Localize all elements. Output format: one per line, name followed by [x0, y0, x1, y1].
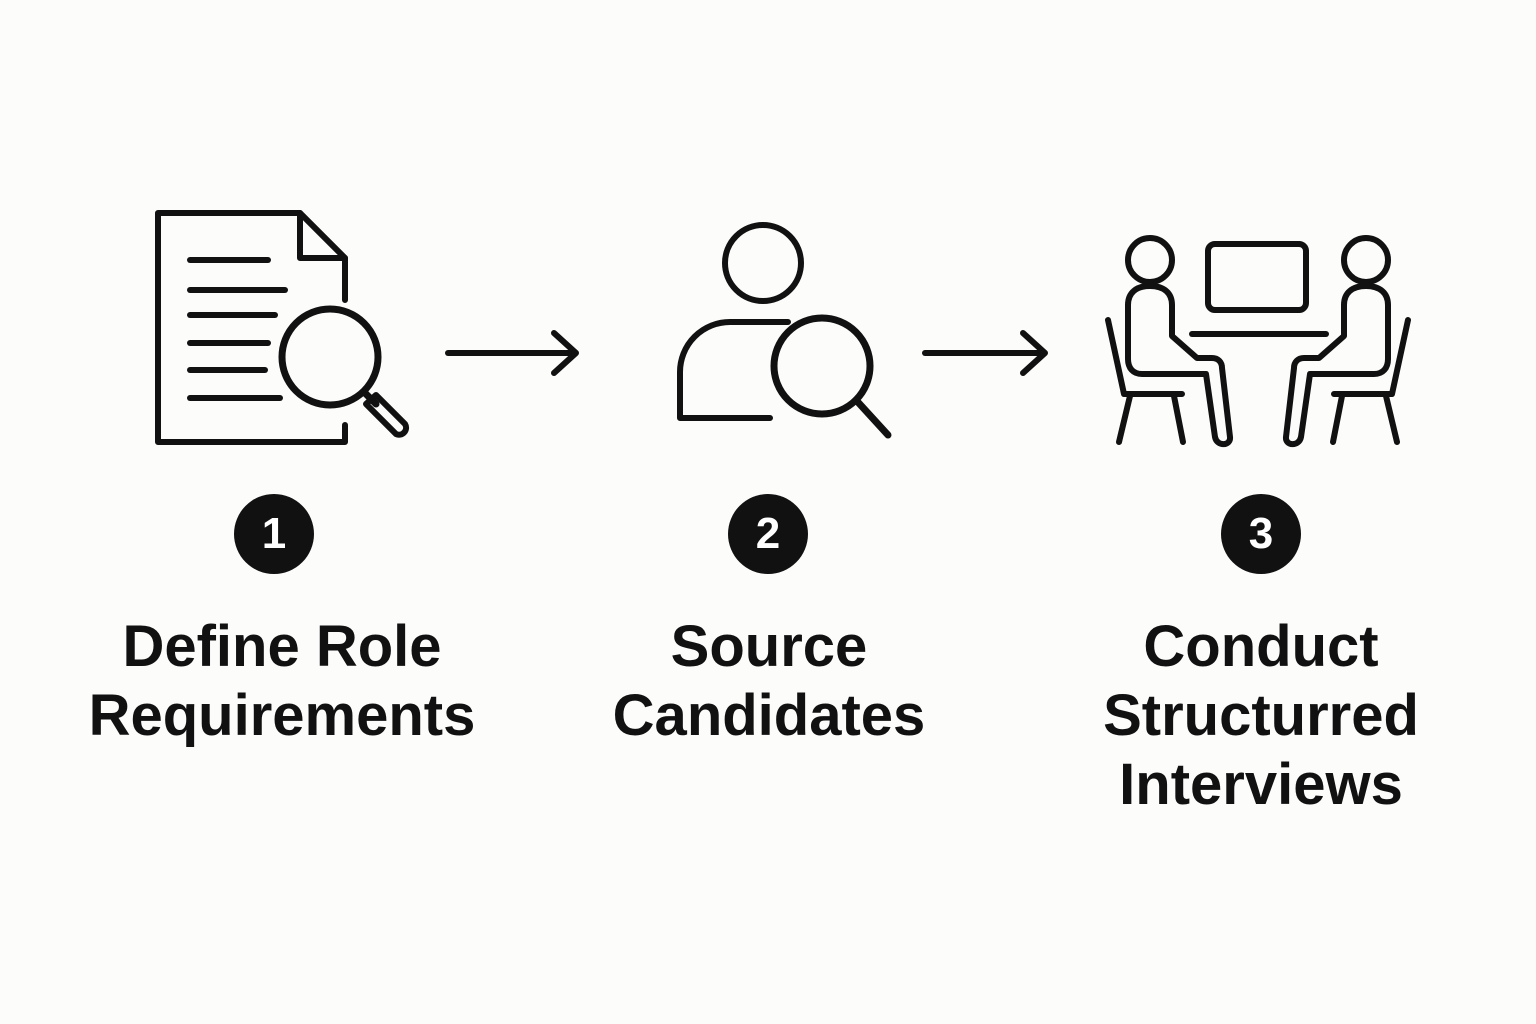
step-label: Conduct Structurred Interviews: [1031, 612, 1491, 819]
document-search-icon: [150, 205, 425, 450]
step-label-line: Interviews: [1119, 752, 1403, 817]
step-number-badge: 2: [728, 494, 808, 574]
step-number-badge: 1: [234, 494, 314, 574]
step-label: Source Candidates: [539, 612, 999, 750]
person-search-icon: [670, 220, 902, 445]
step-number-badge: 3: [1221, 494, 1301, 574]
step-label-line: Structurred: [1103, 683, 1419, 748]
step-label-line: Candidates: [612, 683, 926, 748]
step-label: Define Role Requirements: [52, 612, 512, 750]
step-label-line: Define Role: [122, 614, 442, 679]
arrow-right-icon: [445, 330, 579, 376]
step-label-line: Requirements: [88, 683, 476, 748]
interview-icon: [1100, 230, 1420, 455]
step-label-line: Source: [670, 614, 868, 679]
arrow-right-icon: [922, 330, 1048, 376]
step-label-line: Conduct: [1143, 614, 1379, 679]
